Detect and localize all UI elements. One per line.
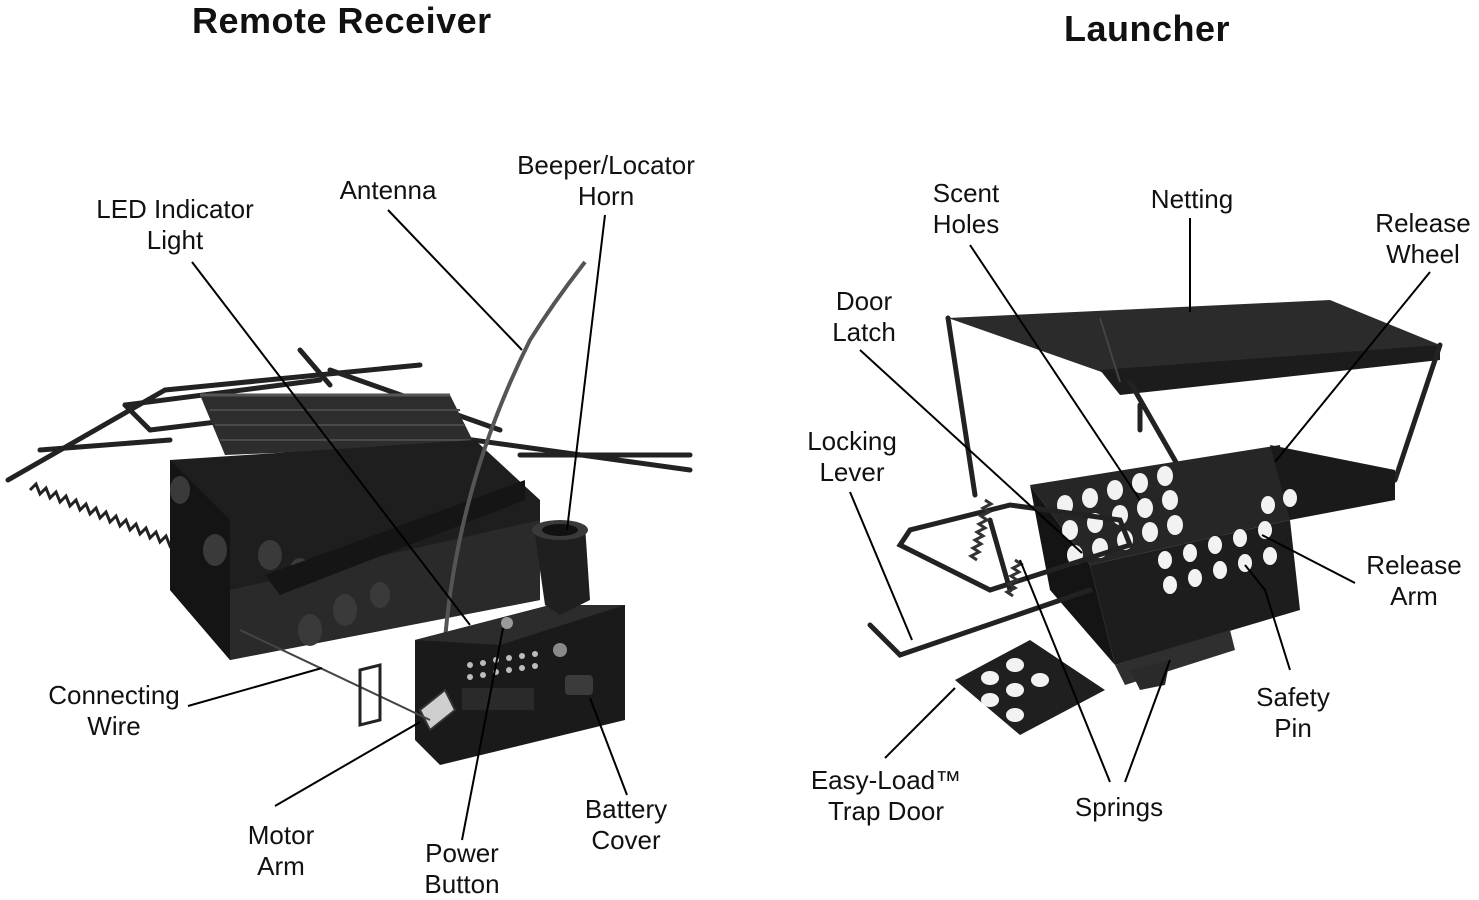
receiver-antenna <box>443 260 587 641</box>
label-line: Springs <box>1074 792 1164 822</box>
receiver-net-roll <box>200 393 475 455</box>
label-line: Beeper/Locator <box>517 150 695 180</box>
label-line: Wire <box>87 711 141 741</box>
launcher-netting <box>948 300 1440 395</box>
release-wheel-leader <box>1274 271 1431 463</box>
label-safety-pin: Safety Pin <box>1246 682 1340 744</box>
scent-holes-leader <box>969 244 1141 501</box>
antenna-leader <box>387 209 523 351</box>
label-line: Release <box>1366 550 1462 580</box>
label-line: Button <box>424 869 500 899</box>
power-button-leader <box>461 627 504 841</box>
label-beeper-locator-horn: Beeper/Locator Horn <box>508 150 704 212</box>
locking-lever-leader <box>849 491 913 641</box>
receiver-beeper-horn <box>532 520 590 615</box>
label-release-wheel: Release Wheel <box>1368 208 1478 270</box>
label-line: Trap Door <box>827 796 945 826</box>
label-line: Pin <box>1274 713 1312 743</box>
launcher-box <box>1030 445 1395 685</box>
label-line: Battery <box>584 794 668 824</box>
label-line: Holes <box>932 209 1000 239</box>
receiver-spring <box>28 481 192 555</box>
label-line: Safety <box>1256 682 1330 712</box>
label-line: Arm <box>1390 581 1438 611</box>
label-scent-holes: Scent Holes <box>922 178 1010 240</box>
label-line: Power <box>425 838 499 868</box>
label-line: Easy-Load™ <box>810 765 962 795</box>
remote-receiver-illustration <box>5 260 693 765</box>
label-door-latch: Door Latch <box>820 286 908 348</box>
battery-cover-leader <box>589 697 628 796</box>
label-springs: Springs <box>1064 792 1174 823</box>
label-line: Release <box>1375 208 1471 238</box>
led-leader <box>191 261 471 626</box>
springs-leader-2 <box>1124 659 1171 783</box>
label-line: Netting <box>1150 184 1234 214</box>
label-antenna: Antenna <box>330 175 446 206</box>
label-led-indicator-light: LED Indicator Light <box>88 194 262 256</box>
door-latch-leader <box>859 349 1083 554</box>
launcher-title: Launcher <box>1064 8 1231 49</box>
launcher-springs <box>968 498 1024 598</box>
easy-load-leader <box>884 687 956 759</box>
label-release-arm: Release Arm <box>1356 550 1472 612</box>
label-locking-lever: Locking Lever <box>798 426 906 488</box>
safety-pin-leader <box>1244 564 1291 671</box>
launcher-levers <box>867 502 1134 658</box>
label-line: Door <box>835 286 893 316</box>
label-connecting-wire: Connecting Wire <box>40 680 188 742</box>
launcher-illustration <box>867 300 1443 735</box>
label-netting: Netting <box>1140 184 1244 215</box>
label-motor-arm: Motor Arm <box>240 820 322 882</box>
label-easy-load-trap-door: Easy-Load™ Trap Door <box>800 765 972 827</box>
label-power-button: Power Button <box>418 838 506 900</box>
label-line: Connecting <box>48 680 180 710</box>
label-line: Latch <box>832 317 896 347</box>
launcher-leader-lines <box>849 218 1431 783</box>
springs-leader <box>1019 559 1111 783</box>
label-line: Motor <box>247 820 315 850</box>
receiver-control-module <box>415 605 625 765</box>
receiver-title: Remote Receiver <box>192 0 492 41</box>
launcher-trap-door <box>955 640 1105 735</box>
label-line: Cover <box>591 825 661 855</box>
label-line: Scent <box>932 178 1000 208</box>
label-line: LED Indicator <box>96 194 254 224</box>
label-line: Light <box>146 225 204 255</box>
beeper-leader <box>566 214 606 531</box>
label-line: Locking <box>807 426 897 456</box>
motor-arm-leader <box>274 721 421 807</box>
release-arm-leader <box>1261 534 1356 584</box>
receiver-leader-lines <box>187 209 628 841</box>
label-line: Lever <box>819 457 885 487</box>
receiver-motor-arm <box>239 629 457 732</box>
launcher-scent-holes <box>1057 466 1297 594</box>
connecting-wire-leader <box>187 667 323 707</box>
label-battery-cover: Battery Cover <box>576 794 676 856</box>
label-line: Arm <box>257 851 305 881</box>
label-line: Horn <box>577 181 635 211</box>
label-line: Wheel <box>1386 239 1460 269</box>
label-line: Antenna <box>339 175 437 205</box>
